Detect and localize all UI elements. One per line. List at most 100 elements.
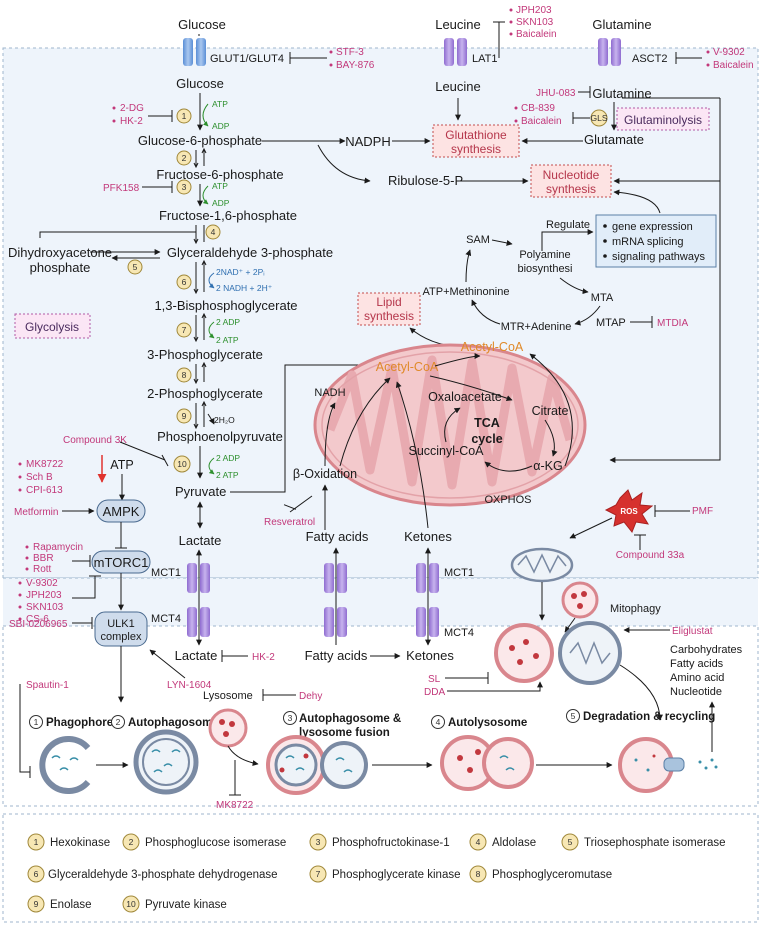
enzyme-badge-6: 6 — [176, 274, 192, 290]
pmf: PMF — [692, 506, 713, 517]
enzyme-number: 8 — [182, 370, 187, 380]
mtap: MTAP — [596, 317, 626, 329]
enzyme-number: 4 — [211, 227, 216, 237]
mtorc1-label: mTORC1 — [94, 555, 149, 570]
phagophore-label: Phagophore — [46, 717, 113, 729]
lyn-1604: LYN-1604 — [167, 680, 212, 691]
recycled-product: Fatty acids — [670, 658, 724, 670]
legend-label: Phosphoglycerate kinase — [332, 869, 461, 881]
oxaloacetate: Oxaloacetate — [428, 390, 502, 404]
3-phosphoglycerate: 3-Phosphoglycerate — [147, 347, 263, 362]
leucine-inside: Leucine — [435, 79, 481, 94]
legend-number: 6 — [34, 869, 39, 879]
enzyme-badge-1: 1 — [176, 108, 192, 124]
polyamine: Polyamine — [519, 249, 570, 261]
autophagosome-label: Autophagosome — [128, 717, 219, 729]
recycled-product: Amino acid — [670, 672, 724, 684]
legend-box — [2, 813, 759, 923]
lat1-label: LAT1 — [472, 53, 497, 65]
asct2-channel — [598, 38, 621, 66]
step-number: 2 — [116, 717, 121, 727]
nadh-out: 2 NADH + 2H⁺ — [216, 283, 273, 293]
fatty-acid-channel — [324, 563, 347, 637]
mtdia: MTDIA — [657, 318, 688, 329]
mct4-left-channel — [187, 607, 210, 637]
mtor-inhibitor: Rott — [33, 564, 52, 575]
step-degradation: 5 — [566, 709, 580, 723]
enzyme-number: 6 — [182, 277, 187, 287]
dhap: Dihydroxyacetone — [8, 245, 112, 260]
legend-label: Enolase — [50, 899, 92, 911]
mtor-inhibitor: V-9302 — [26, 578, 58, 589]
atp-out-7: 2 ATP — [216, 335, 239, 345]
mtor-inhibitor: BBR — [33, 553, 54, 564]
mitophagy-fusion — [494, 621, 622, 685]
step-number: 1 — [34, 717, 39, 727]
ulk1-label: complex — [101, 631, 142, 643]
fructose-6-phosphate: Fructose-6-phosphate — [156, 167, 283, 182]
enzyme-badge-8: 8 — [176, 367, 192, 383]
legend-label: Phosphofructokinase-1 — [332, 837, 450, 849]
legend-label: Triosephosphate isomerase — [584, 837, 725, 849]
enzyme-number: 3 — [182, 182, 187, 192]
step-autolysosome: 4 — [431, 715, 445, 729]
gls-inhibitor: Baicalein — [521, 116, 562, 127]
autolysosome-shape — [440, 735, 534, 791]
ros-label: ROS — [620, 507, 638, 516]
dehy: Dehy — [299, 691, 322, 702]
step-fusion: 3 — [283, 711, 297, 725]
glucose-inside: Glucose — [176, 76, 224, 91]
leucine-outside: Leucine — [435, 17, 481, 32]
oxphos: OXPHOS — [484, 494, 531, 506]
glutathione-label: synthesis — [451, 142, 501, 156]
succinyl-coa: Succinyl-CoA — [408, 444, 484, 458]
lat1-inhibitor: SKN103 — [516, 17, 554, 28]
jhu-083: JHU-083 — [536, 88, 576, 99]
fatty-acids-inside: Fatty acids — [306, 529, 369, 544]
mct1-left-label: MCT1 — [151, 567, 181, 579]
ribulose-5-p: Ribulose-5-P — [388, 173, 463, 188]
pyruvate: Pyruvate — [175, 484, 226, 499]
compound-33a: Compound 33a — [616, 550, 685, 561]
fatty-acids-outside: Fatty acids — [305, 648, 368, 663]
gene-item: mRNA splicing — [612, 236, 684, 248]
degradation-label: Degradation & recycling — [583, 711, 715, 723]
glut-inhibitor: STF-3 — [336, 47, 364, 58]
enzyme-number: 10 — [177, 459, 187, 469]
resveratrol: Resveratrol — [264, 517, 315, 528]
mitochondrion-small — [510, 547, 574, 583]
adp-in-7: 2 ADP — [216, 317, 240, 327]
mitophagy-label: Mitophagy — [610, 603, 661, 615]
atp-signal: ATP — [110, 458, 133, 472]
glycolysis-label: Glycolysis — [25, 320, 79, 334]
enzyme-badge-4: 4 — [205, 224, 221, 240]
mtr-adenine: MTR+Adenine — [501, 321, 572, 333]
gls-inhibitor: CB-839 — [521, 103, 555, 114]
legend-label: Aldolase — [492, 837, 536, 849]
enzyme-number: 9 — [182, 411, 187, 421]
fusion-label: lysosome fusion — [299, 727, 390, 739]
enzyme-number: 5 — [133, 262, 138, 272]
bisphosphoglycerate: 1,3-Bisphosphoglycerate — [154, 298, 297, 313]
spautin-1: Spautin-1 — [26, 680, 69, 691]
lysosome-shape — [208, 708, 248, 748]
enzyme-badge-3: 3 — [176, 179, 192, 195]
metformin: Metformin — [14, 507, 58, 518]
mitophagy-lysosome — [561, 581, 599, 619]
pk-inhibitor: Compound 3K — [63, 435, 127, 446]
glutamine-outside: Glutamine — [592, 17, 651, 32]
hk-inhibitor: HK-2 — [120, 116, 143, 127]
asct2-label: ASCT2 — [632, 53, 667, 65]
glutathione-box — [432, 124, 520, 158]
gls-enzyme — [590, 109, 608, 127]
glutaminolysis-box — [616, 107, 710, 131]
mtor-activator: MK8722 — [26, 459, 64, 470]
sam: SAM — [466, 234, 490, 246]
mtor-inhibitor: CS-6 — [26, 614, 49, 625]
legend-number: 1 — [34, 837, 39, 847]
nucleotide-label: Nucleotide — [543, 168, 600, 182]
